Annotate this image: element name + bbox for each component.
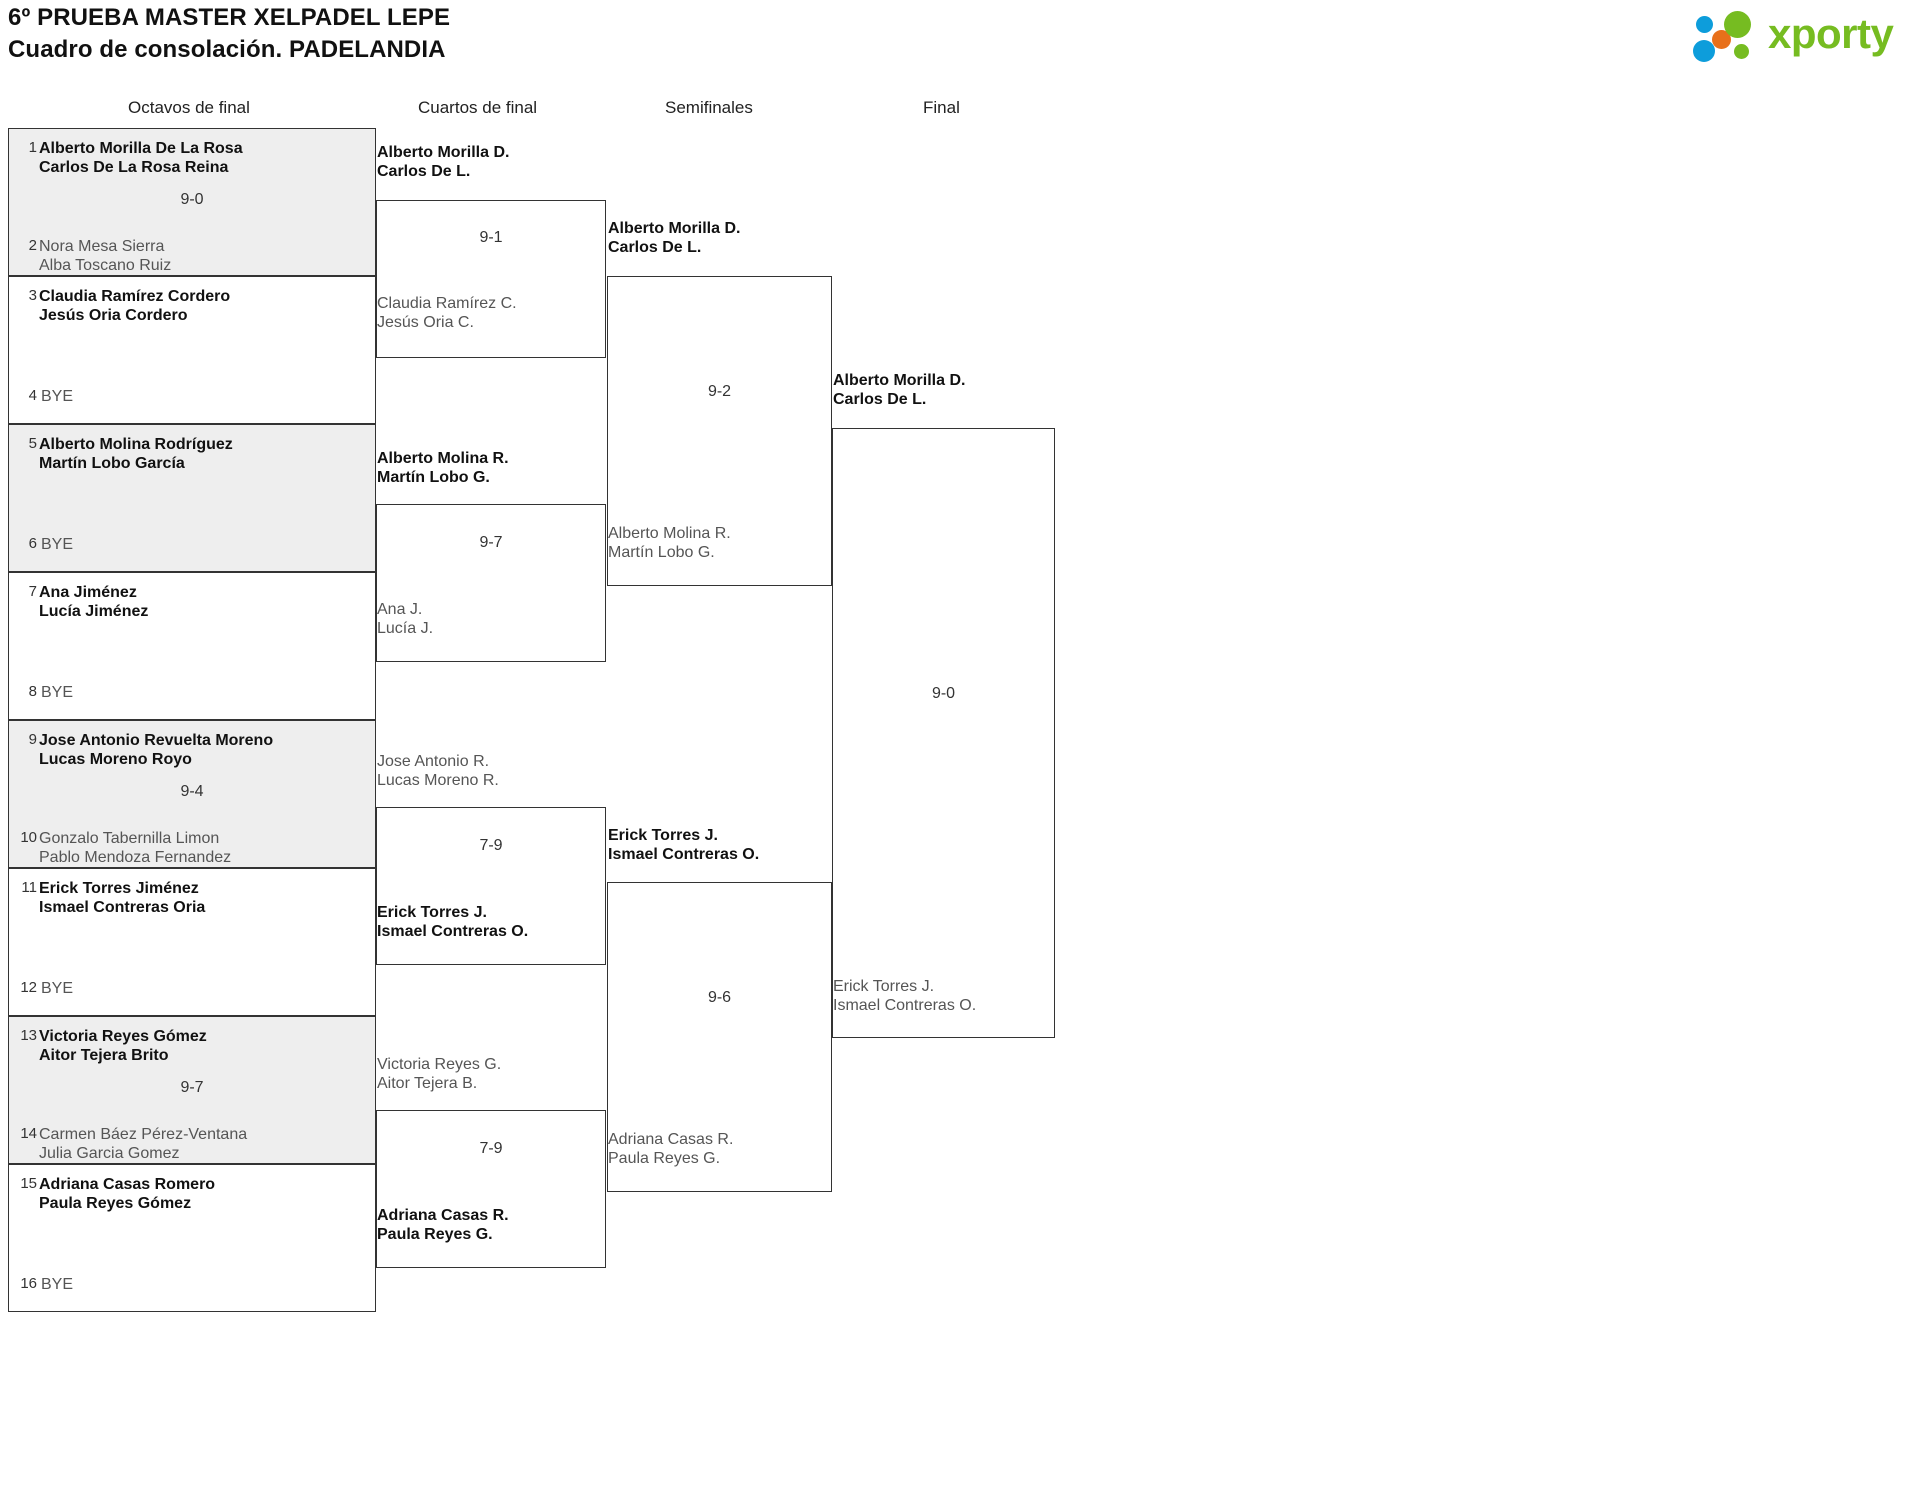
seed-number: 14 <box>20 1125 37 1142</box>
logo-dot-green-large <box>1724 11 1751 38</box>
r2-match-1[interactable]: 9-1 <box>376 200 606 358</box>
r2-match-4-top-team: Victoria Reyes G. Aitor Tejera B. <box>377 1056 502 1092</box>
logo-dot-green-small <box>1734 44 1749 59</box>
round-header-semifinales: Semifinales <box>665 98 753 117</box>
r2-match-2[interactable]: 9-7 <box>376 504 606 662</box>
seed-number: 9 <box>28 731 37 748</box>
r1-match-8[interactable]: 15 Adriana Casas Romero Paula Reyes Góme… <box>8 1164 376 1312</box>
team-names: Alberto Molina Rodríguez Martín Lobo Gar… <box>39 436 233 472</box>
r3-match-1-bottom-team: Alberto Molina R. Martín Lobo G. <box>608 525 731 561</box>
team-names: BYE <box>41 980 74 997</box>
team-names: Adriana Casas Romero Paula Reyes Gómez <box>39 1176 216 1212</box>
seed-number: 16 <box>20 1275 37 1292</box>
team-names: BYE <box>41 1276 74 1293</box>
r2-match-2-top-team: Alberto Molina R. Martín Lobo G. <box>377 450 509 486</box>
team-names: Jose Antonio Revuelta Moreno Lucas Moren… <box>39 732 274 768</box>
tournament-name: 6º PRUEBA MASTER XELPADEL LEPE <box>8 4 451 31</box>
r1-match-1[interactable]: 1 Alberto Morilla De La Rosa Carlos De L… <box>8 128 376 276</box>
r1-match-2[interactable]: 3 Claudia Ramírez Cordero Jesús Oria Cor… <box>8 276 376 424</box>
team-names: Carmen Báez Pérez-Ventana Julia Garcia G… <box>39 1126 248 1162</box>
match-score: 7-9 <box>479 1140 503 1157</box>
r3-match-1[interactable]: 9-2 <box>607 276 832 586</box>
match-score: 9-2 <box>707 383 732 400</box>
page-title: 6º PRUEBA MASTER XELPADEL LEPE Cuadro de… <box>8 2 1208 66</box>
team-names: Ana Jiménez Lucía Jiménez <box>39 584 149 620</box>
r2-match-1-top-team: Alberto Morilla D. Carlos De L. <box>377 144 510 180</box>
seed-number: 13 <box>20 1027 37 1044</box>
seed-number: 11 <box>21 879 37 896</box>
match-score: 9-6 <box>707 989 732 1006</box>
seed-number: 10 <box>20 829 37 846</box>
r3-match-1-top-team: Alberto Morilla D. Carlos De L. <box>608 220 741 256</box>
r2-match-3-top-team: Jose Antonio R. Lucas Moreno R. <box>377 753 499 789</box>
r2-match-4-bottom-team: Adriana Casas R. Paula Reyes G. <box>377 1207 509 1243</box>
r3-match-2-top-team: Erick Torres J. Ismael Contreras O. <box>608 827 760 863</box>
seed-number: 5 <box>28 435 37 452</box>
team-names: BYE <box>41 536 74 553</box>
r1-match-7[interactable]: 13 Victoria Reyes Gómez Aitor Tejera Bri… <box>8 1016 376 1164</box>
bracket-subtitle: Cuadro de consolación. PADELANDIA <box>8 36 446 63</box>
seed-number: 2 <box>28 237 37 254</box>
seed-number: 15 <box>20 1175 37 1192</box>
match-score: 9-0 <box>180 191 204 208</box>
round-header-octavos: Octavos de final <box>128 98 250 117</box>
team-names: BYE <box>41 684 74 701</box>
match-score: 9-7 <box>180 1079 204 1096</box>
team-names: Alberto Morilla De La Rosa Carlos De La … <box>39 140 243 176</box>
match-score: 7-9 <box>479 837 503 854</box>
r4-match-1-top-team: Alberto Morilla D. Carlos De L. <box>833 372 966 408</box>
r2-match-2-bottom-team: Ana J. Lucía J. <box>377 601 434 637</box>
round-header-cuartos: Cuartos de final <box>418 98 538 117</box>
team-names: BYE <box>41 388 74 405</box>
match-score: 9-4 <box>180 783 204 800</box>
r2-match-3-bottom-team: Erick Torres J. Ismael Contreras O. <box>377 904 529 940</box>
xporty-logo: xporty <box>1690 8 1905 64</box>
seed-number: 4 <box>28 387 37 404</box>
seed-number: 1 <box>28 139 37 156</box>
r1-match-3[interactable]: 5 Alberto Molina Rodríguez Martín Lobo G… <box>8 424 376 572</box>
r4-match-final[interactable]: 9-0 <box>832 428 1055 1038</box>
match-score: 9-1 <box>479 229 503 246</box>
r1-match-6[interactable]: 11 Erick Torres Jiménez Ismael Contreras… <box>8 868 376 1016</box>
r1-match-4[interactable]: 7 Ana Jiménez Lucía Jiménez 8 BYE <box>8 572 376 720</box>
team-names: Nora Mesa Sierra Alba Toscano Ruiz <box>39 238 172 274</box>
match-score: 9-7 <box>479 534 503 551</box>
logo-dot-orange <box>1712 30 1731 49</box>
logo-dot-blue-small <box>1696 16 1713 33</box>
seed-number: 3 <box>28 287 37 304</box>
r1-match-5[interactable]: 9 Jose Antonio Revuelta Moreno Lucas Mor… <box>8 720 376 868</box>
seed-number: 8 <box>28 683 37 700</box>
seed-number: 12 <box>20 979 37 996</box>
r2-match-1-bottom-team: Claudia Ramírez C. Jesús Oria C. <box>377 295 517 331</box>
r3-match-2-bottom-team: Adriana Casas R. Paula Reyes G. <box>608 1131 734 1167</box>
logo-dot-blue-large <box>1693 40 1715 62</box>
seed-number: 6 <box>28 535 37 552</box>
round-header-final: Final <box>923 98 960 117</box>
match-score: 9-0 <box>931 685 956 702</box>
r3-match-2[interactable]: 9-6 <box>607 882 832 1192</box>
team-names: Erick Torres Jiménez Ismael Contreras Or… <box>39 880 206 916</box>
r2-match-3[interactable]: 7-9 <box>376 807 606 965</box>
r4-match-1-bottom-team: Erick Torres J. Ismael Contreras O. <box>833 978 977 1014</box>
team-names: Claudia Ramírez Cordero Jesús Oria Corde… <box>39 288 231 324</box>
seed-number: 7 <box>28 583 37 600</box>
logo-wordmark: xporty <box>1768 10 1894 57</box>
team-names: Gonzalo Tabernilla Limon Pablo Mendoza F… <box>39 830 232 866</box>
r2-match-4[interactable]: 7-9 <box>376 1110 606 1268</box>
team-names: Victoria Reyes Gómez Aitor Tejera Brito <box>39 1028 207 1064</box>
